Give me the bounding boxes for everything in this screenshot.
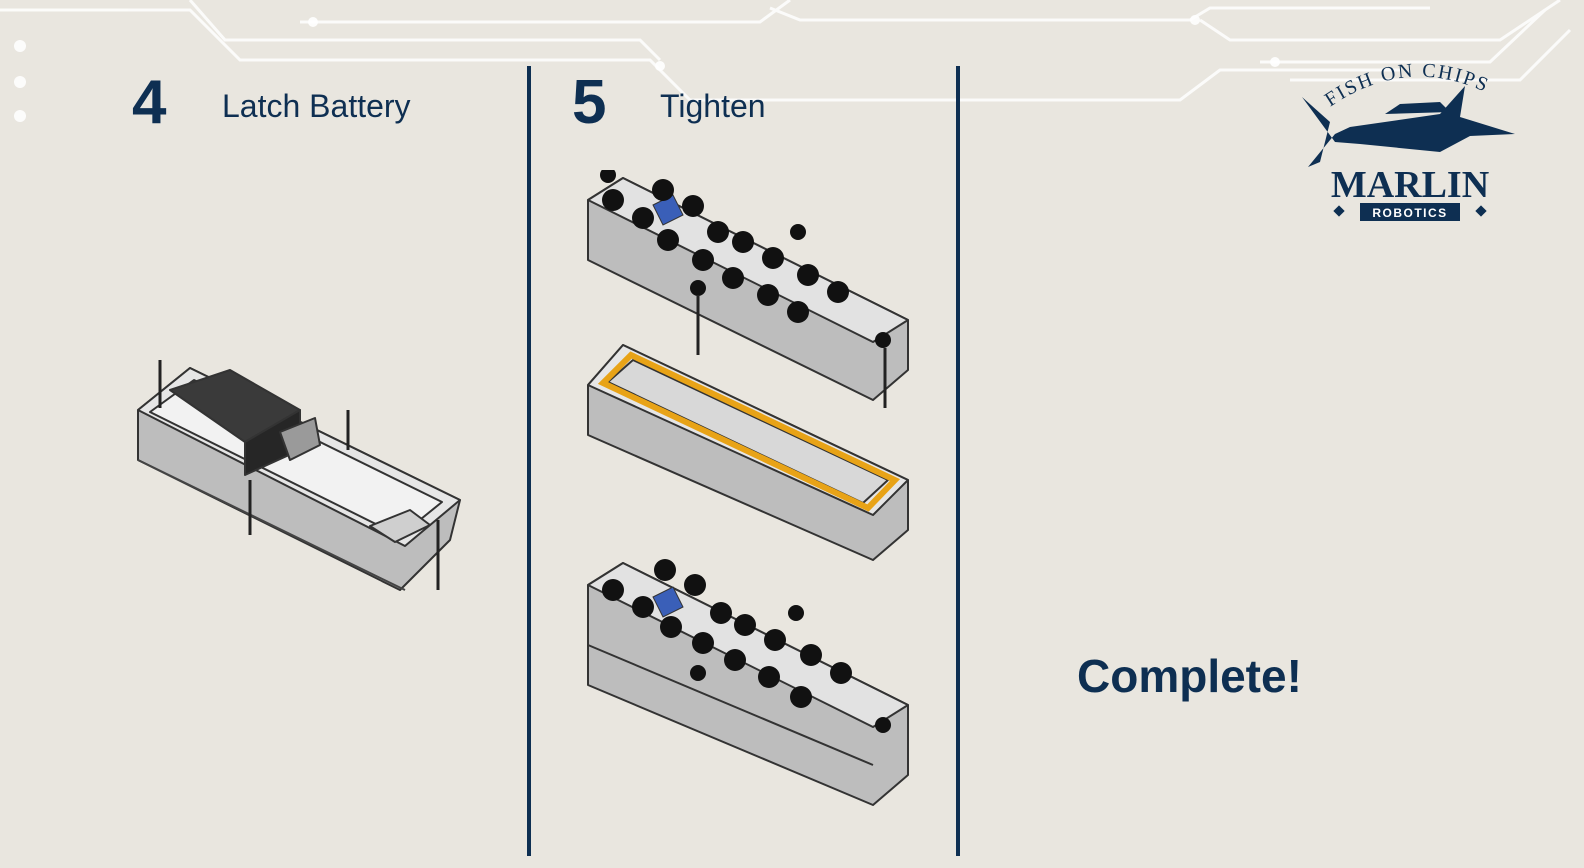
logo-sub: ROBOTICS (1372, 206, 1447, 220)
marlin-robotics-logo: FISH ON CHIPS MARLIN ROBOTICS (1290, 52, 1530, 232)
lid-exploded-illustration (587, 170, 909, 561)
marlin-logo-graphic: FISH ON CHIPS MARLIN ROBOTICS (1302, 60, 1515, 221)
column-divider (956, 66, 960, 856)
battery-enclosure-illustration (137, 360, 461, 591)
step-title: Tighten (660, 88, 766, 124)
logo-arc-text: FISH ON CHIPS (1321, 60, 1491, 111)
logo-brand: MARLIN (1331, 164, 1489, 206)
svg-text:FISH ON CHIPS: FISH ON CHIPS (1321, 60, 1493, 111)
complete-message: Complete! (1077, 650, 1302, 702)
column-divider (527, 66, 531, 856)
assembled-enclosure-illustration (587, 559, 909, 806)
step-title: Latch Battery (222, 88, 411, 124)
step-number: 5 (572, 68, 607, 137)
step-number: 4 (132, 68, 167, 137)
